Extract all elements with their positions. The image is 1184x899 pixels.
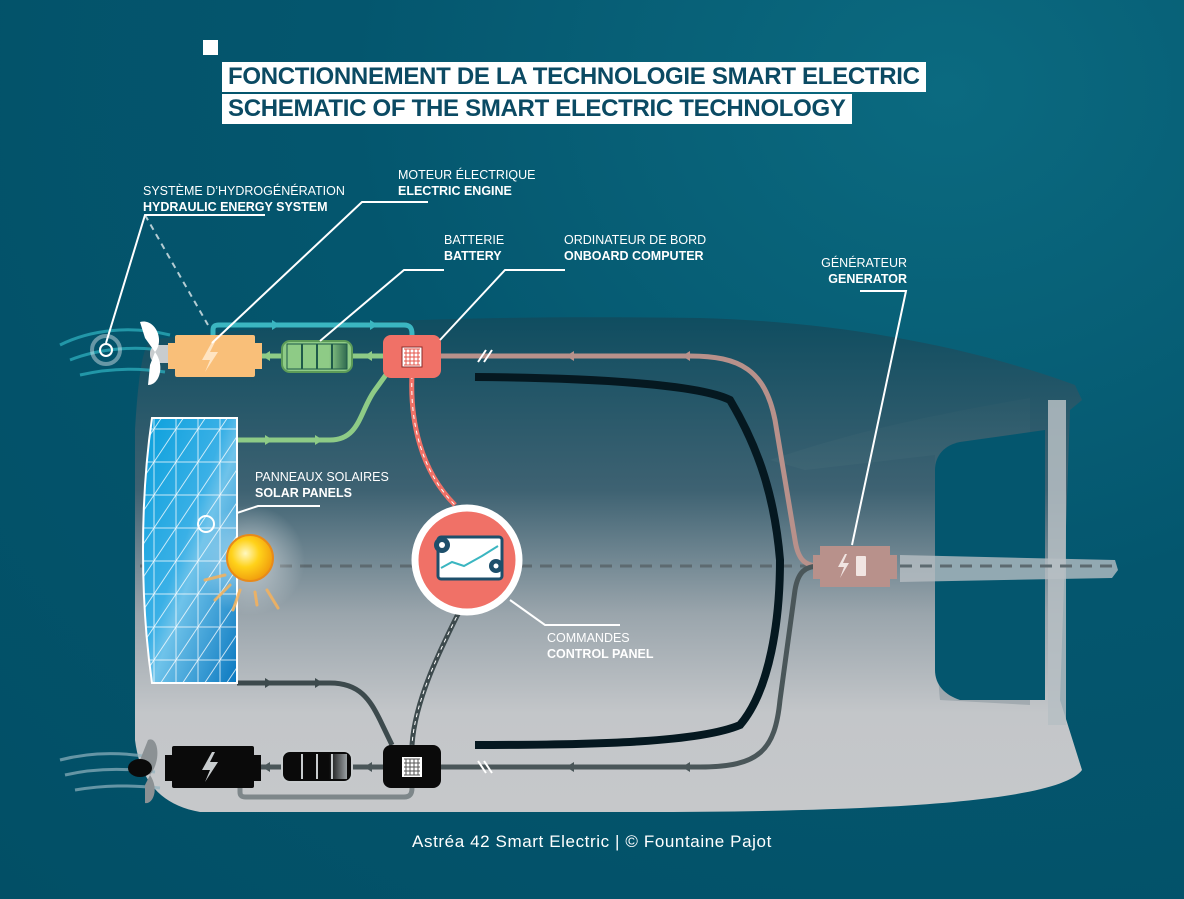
- leader-hydro-dashed: [144, 214, 209, 326]
- flow-arrow: [566, 762, 574, 772]
- flow-arrow: [272, 320, 280, 330]
- label-control-panel: COMMANDES CONTROL PANEL: [547, 630, 653, 662]
- leader-computer: [439, 269, 565, 341]
- label-battery-fr: BATTERIE: [444, 233, 505, 247]
- onboard-computer-bottom[interactable]: [383, 745, 441, 788]
- label-electric-engine-en: ELECTRIC ENGINE: [398, 184, 512, 198]
- lightning-icon: [838, 554, 849, 578]
- chip-icon: [404, 348, 420, 366]
- flow-arrow: [364, 351, 372, 361]
- label-electric-engine: MOTEUR ÉLECTRIQUE ELECTRIC ENGINE: [398, 167, 536, 199]
- title-english: SCHEMATIC OF THE SMART ELECTRIC TECHNOLO…: [222, 94, 852, 124]
- beam: [900, 555, 1118, 582]
- propeller-icon-bottom: [128, 739, 158, 804]
- title-french: FONCTIONNEMENT DE LA TECHNOLOGIE SMART E…: [222, 62, 926, 92]
- flow-arrow: [262, 762, 270, 772]
- flow-arrow: [262, 351, 270, 361]
- solar-flow-line: [237, 370, 391, 443]
- caption: Astréa 42 Smart Electric | © Fountaine P…: [412, 832, 772, 851]
- label-generator-fr: GÉNÉRATEUR: [821, 256, 907, 270]
- generator[interactable]: [813, 546, 897, 587]
- generator-flow-line-bottom: [440, 563, 821, 770]
- chart-line-icon: [440, 545, 499, 569]
- break-mark-bottom: [477, 760, 493, 774]
- control-flow-line-top: [409, 374, 457, 507]
- title-marker: [203, 40, 218, 55]
- label-battery: BATTERIE BATTERY: [444, 232, 504, 264]
- mast-post: [1048, 400, 1066, 725]
- label-onboard-computer: ORDINATEUR DE BORD ONBOARD COMPUTER: [564, 232, 706, 264]
- label-hydrogeneration: SYSTÈME D’HYDROGÉNÉRATION HYDRAULIC ENER…: [143, 183, 345, 215]
- lightning-icon: [202, 752, 218, 782]
- label-solar-panels-en: SOLAR PANELS: [255, 486, 352, 500]
- solar-panel[interactable]: [142, 417, 238, 684]
- fuel-pump-icon: [856, 556, 866, 576]
- flow-arrow: [265, 678, 273, 688]
- label-generator: GÉNÉRATEUR GENERATOR: [790, 255, 907, 287]
- flow-arrows: [262, 320, 690, 772]
- electric-engine-top[interactable]: [168, 335, 262, 377]
- onboard-computer-top[interactable]: [383, 335, 441, 378]
- teal-flow-line: [210, 322, 415, 345]
- flow-arrow: [682, 351, 690, 361]
- flow-arrow: [682, 762, 690, 772]
- bottom-loop-line: [237, 782, 415, 800]
- label-control-panel-en: CONTROL PANEL: [547, 647, 654, 661]
- flow-arrow: [370, 320, 378, 330]
- flow-arrow: [364, 762, 372, 772]
- lightning-icon: [202, 342, 218, 372]
- label-hydrogeneration-fr: SYSTÈME D’HYDROGÉNÉRATION: [143, 184, 345, 198]
- label-control-panel-fr: COMMANDES: [547, 631, 630, 645]
- control-panel[interactable]: [411, 504, 523, 616]
- label-solar-panels-fr: PANNEAUX SOLAIRES: [255, 470, 389, 484]
- flow-arrow: [566, 351, 574, 361]
- label-onboard-computer-fr: ORDINATEUR DE BORD: [564, 233, 707, 247]
- label-onboard-computer-en: ONBOARD COMPUTER: [564, 249, 704, 263]
- inner-contour: [474, 373, 785, 749]
- hydrogeneration-target[interactable]: [90, 334, 122, 366]
- sun-icon: [195, 505, 305, 615]
- leader-generator: [851, 290, 908, 546]
- solar-flow-line-bottom: [237, 680, 395, 747]
- control-flow-dash-bottom: [411, 609, 461, 746]
- leader-battery: [319, 269, 444, 342]
- electric-engine-bottom[interactable]: [165, 746, 261, 788]
- gear-icon: [434, 537, 503, 573]
- leader-engine: [211, 201, 428, 344]
- leader-control: [509, 599, 620, 626]
- flow-arrow: [265, 435, 273, 445]
- battery-bottom[interactable]: [281, 750, 353, 783]
- label-battery-en: BATTERY: [444, 249, 502, 263]
- flow-arrow: [315, 435, 323, 445]
- label-hydrogeneration-en: HYDRAULIC ENERGY SYSTEM: [143, 200, 328, 214]
- battery-top[interactable]: [281, 340, 353, 373]
- break-mark-top: [477, 349, 493, 363]
- label-electric-engine-fr: MOTEUR ÉLECTRIQUE: [398, 168, 536, 182]
- label-generator-en: GENERATOR: [828, 272, 907, 286]
- chip-icon: [404, 758, 420, 776]
- generator-flow-line-top: [440, 353, 821, 569]
- flow-arrow: [315, 678, 323, 688]
- label-solar-panels: PANNEAUX SOLAIRES SOLAR PANELS: [255, 469, 389, 501]
